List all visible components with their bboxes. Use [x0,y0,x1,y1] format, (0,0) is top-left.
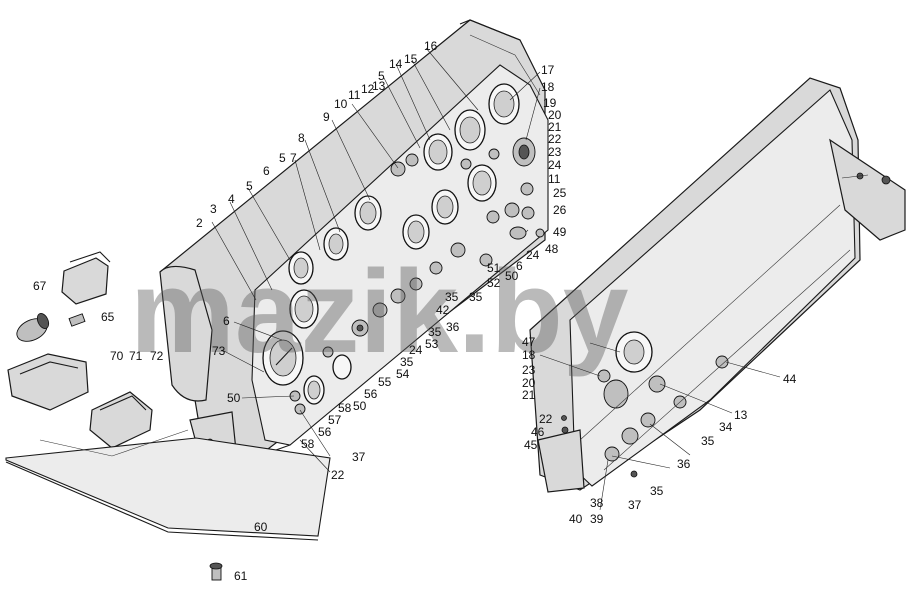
callout: 57 [328,413,342,427]
callout: 9 [323,110,330,124]
right-dashboard-panel [529,77,906,493]
callout: 19 [543,96,557,110]
callout: 24 [526,248,540,262]
callout: 12 [361,82,375,96]
callout: 7 [290,151,297,165]
callout: 47 [522,335,536,349]
callout: 17 [541,63,555,77]
callout: 49 [553,225,567,239]
callout: 53 [425,337,439,351]
callout: 36 [677,457,691,471]
callout: 35 [650,484,664,498]
callout: 22 [548,132,562,146]
callout: 11 [348,88,361,102]
callout: 6 [263,164,270,178]
callout: 18 [522,348,536,362]
callout: 10 [334,97,348,111]
callout: 22 [539,412,553,426]
callout: 37 [352,450,366,464]
callout: 35 [701,434,715,448]
callout: 24 [548,158,562,172]
callout: 34 [719,420,733,434]
callout: 45 [524,438,538,452]
callout: 2 [196,216,203,230]
callout: 35 [445,290,459,304]
callout: 52 [487,276,501,290]
callout: 58 [338,401,352,415]
callouts-right: 47 18 23 20 21 22 46 45 44 13 34 35 36 3… [522,335,797,526]
watermark-text: mazik.by [130,246,628,378]
callout: 3 [210,202,217,216]
callout: 50 [505,269,519,283]
callout: 50 [353,399,367,413]
callout: 56 [364,387,378,401]
callout: 13 [734,408,748,422]
callout: 35 [469,290,483,304]
callout: 23 [548,145,562,159]
switch-row [289,148,535,415]
callout: 40 [569,512,583,526]
callout: 16 [424,39,438,53]
callout: 13 [372,79,386,93]
callout: 51 [487,261,501,275]
callouts-left: 16 15 14 5 17 18 19 20 21 22 23 24 11 25… [33,39,567,583]
callout: 5 [246,179,253,193]
callout: 58 [301,437,315,451]
callout: 50 [227,391,241,405]
callout: 71 [129,349,143,363]
callout: 67 [33,279,47,293]
callout: 23 [522,363,536,377]
callout: 42 [436,303,450,317]
callout: 70 [110,349,124,363]
callout: 22 [331,468,345,482]
callout: 44 [783,372,797,386]
callout: 65 [101,310,115,324]
callout: 15 [404,52,418,66]
callout: 14 [389,57,403,71]
callout: 6 [223,314,230,328]
callout: 55 [378,375,392,389]
callout: 46 [531,425,545,439]
callout: 56 [318,425,332,439]
callout: 6 [516,259,523,273]
callout: 61 [234,569,248,583]
callout: 72 [150,349,164,363]
gauge-cluster [262,83,520,405]
callout: 60 [254,520,268,534]
callout: 25 [553,186,567,200]
callout: 35 [428,325,442,339]
callout: 4 [228,192,235,206]
callout: 8 [298,131,305,145]
callout: 24 [409,343,423,357]
callout: 73 [212,344,226,358]
left-dashboard-panel [159,19,549,477]
leader-lines [211,47,869,511]
callout: 35 [400,355,414,369]
callout: 39 [590,512,604,526]
callout: 18 [541,80,555,94]
callout: 5 [279,151,286,165]
callout: 21 [548,120,562,134]
callout: 21 [522,388,536,402]
callout: 20 [522,376,536,390]
loose-parts-left [5,251,331,581]
callout: 54 [396,367,410,381]
callout: 48 [545,242,559,256]
callout: 5 [378,69,385,83]
callout: 37 [628,498,642,512]
callout: 26 [553,203,567,217]
callout: 20 [548,108,562,122]
callout: 11 [548,172,561,186]
callout: 38 [590,496,604,510]
callout: 36 [446,320,460,334]
side-component [509,137,545,240]
